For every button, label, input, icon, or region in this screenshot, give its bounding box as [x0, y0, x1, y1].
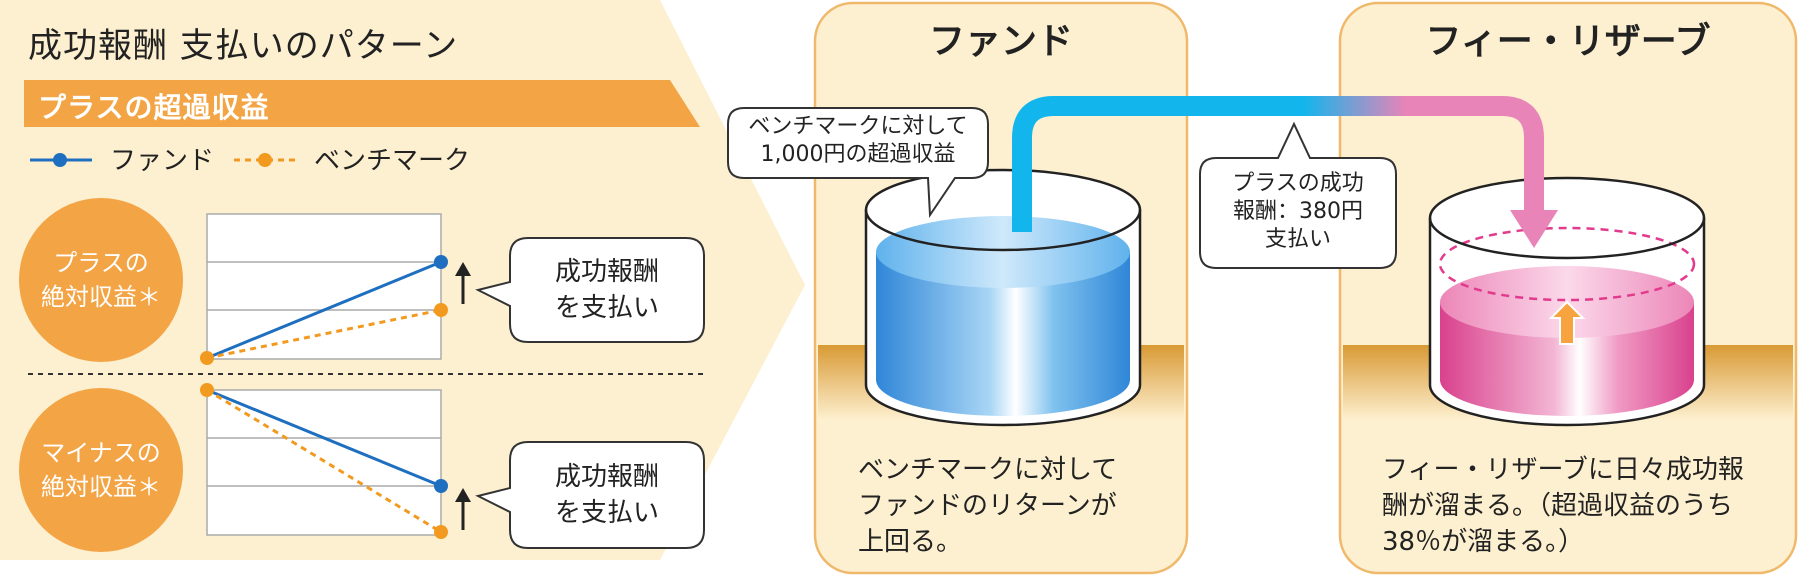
callout-positive: 成功報酬 を支払い	[532, 254, 682, 326]
callout-line2: を支払い	[554, 293, 659, 323]
benchmark-end-point	[434, 525, 448, 539]
target-level	[1438, 226, 1696, 302]
transfer-callout-bubble	[1199, 121, 1397, 269]
case-label-line1: プラスの	[53, 249, 149, 277]
case-negative-label: マイナスの 絶対収益＊	[21, 436, 181, 504]
fund-description-line: 上回る。	[858, 527, 963, 557]
fund-description-line: ファンドのリターンが	[858, 491, 1117, 521]
case-label-line1: マイナスの	[41, 439, 161, 467]
fund-description: ベンチマークに対して ファンドのリターンが 上回る。	[858, 452, 1178, 560]
case-label-line2: 絶対収益＊	[41, 473, 161, 501]
callout-bubble-negative	[475, 441, 705, 549]
fund-end-point	[434, 255, 448, 269]
subtitle: プラスの超過収益	[38, 91, 270, 124]
fund-callout-line2: 1,000円の超過収益	[760, 142, 956, 167]
reserve-panel-title: フィー・リザーブ	[1425, 21, 1711, 62]
reserve-description-line: フィー・リザーブに日々成功報	[1382, 455, 1744, 485]
benchmark-end-point	[434, 303, 448, 317]
flow-pipe	[1012, 96, 1544, 232]
legend-fund-marker	[53, 153, 67, 167]
mini-chart-positive	[200, 213, 448, 365]
transfer-callout: プラスの成功 報酬：380円 支払い	[1200, 170, 1396, 254]
fund-line	[206, 388, 442, 488]
reserve-tank	[1428, 176, 1706, 427]
legend-benchmark-label: ベンチマーク	[314, 146, 471, 176]
transfer-callout-line: 報酬：380円	[1233, 199, 1363, 224]
callout-negative: 成功報酬 を支払い	[532, 459, 682, 531]
fund-callout-line1: ベンチマークに対して	[748, 114, 968, 139]
callout-bubble-positive	[475, 237, 705, 343]
benchmark-line	[206, 308, 442, 360]
case-circle-negative	[19, 388, 183, 552]
callout-line1: 成功報酬	[554, 462, 659, 492]
fund-line	[206, 260, 442, 360]
up-arrow-icon	[1548, 300, 1586, 345]
subtitle-banner	[24, 80, 700, 127]
page-title: 成功報酬 支払いのパターン	[28, 26, 459, 66]
fund-panel-title: ファンド	[928, 21, 1073, 62]
case-label-line2: 絶対収益＊	[41, 283, 161, 311]
transfer-callout-line: プラスの成功	[1232, 171, 1364, 196]
reserve-description-line: 酬が溜まる。（超過収益のうち	[1382, 491, 1734, 521]
reserve-description-line: 38％が溜まる。）	[1382, 527, 1585, 557]
fund-description-line: ベンチマークに対して	[858, 455, 1118, 485]
fund-callout: ベンチマークに対して 1,000円の超過収益	[730, 113, 986, 169]
case-positive-label: プラスの 絶対収益＊	[21, 246, 181, 314]
fund-tank	[864, 168, 1142, 427]
case-circle-positive	[19, 198, 183, 362]
callout-line2: を支払い	[554, 498, 659, 528]
flow-arrow-icon	[1510, 210, 1558, 248]
callout-line1: 成功報酬	[554, 257, 659, 287]
fund-callout-bubble	[727, 107, 989, 219]
up-arrow-icon	[455, 488, 471, 530]
up-arrow-icon	[455, 262, 471, 304]
start-point	[200, 383, 214, 397]
legend-fund-label: ファンド	[110, 146, 215, 176]
fund-end-point	[434, 479, 448, 493]
transfer-callout-line: 支払い	[1264, 227, 1331, 252]
start-point	[200, 351, 214, 365]
benchmark-line	[206, 388, 442, 534]
mini-chart-negative	[200, 383, 448, 539]
legend-benchmark-marker	[258, 153, 272, 167]
reserve-description: フィー・リザーブに日々成功報 酬が溜まる。（超過収益のうち 38％が溜まる。）	[1382, 452, 1787, 560]
